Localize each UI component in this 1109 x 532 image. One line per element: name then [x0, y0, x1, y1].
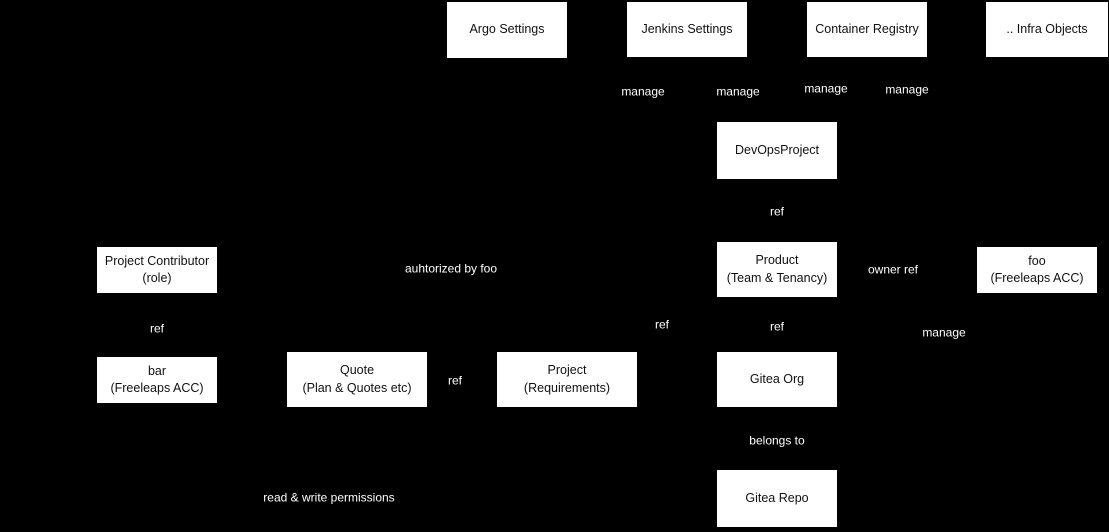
- node-infra-objects: .. Infra Objects: [986, 2, 1108, 57]
- node-gitea-org: Gitea Org: [717, 352, 837, 407]
- node-sublabel: (Freeleaps ACC): [110, 381, 204, 395]
- node-project-contributor: Project Contributor (role): [97, 247, 217, 293]
- node-label: Gitea Org: [749, 371, 805, 386]
- node-label: Argo Settings: [469, 22, 545, 37]
- edge-label-manage-registry: manage: [801, 81, 851, 97]
- edge-label-ref-product-gitea-org: ref: [766, 319, 788, 335]
- node-label: .. Infra Objects: [1006, 21, 1088, 36]
- node-product: Product (Team & Tenancy): [717, 242, 837, 297]
- node-label: Gitea Repo: [745, 490, 809, 505]
- node-jenkins-settings: Jenkins Settings: [627, 2, 747, 57]
- node-devops-project: DevOpsProject: [717, 122, 837, 179]
- node-label: bar: [147, 363, 167, 378]
- edge-label-manage-foo-gitea: manage: [919, 325, 969, 341]
- node-foo-account: foo (Freeleaps ACC): [977, 247, 1097, 293]
- node-bar-account: bar (Freeleaps ACC): [97, 357, 217, 403]
- edge-label-manage-jenkins: manage: [713, 84, 763, 100]
- edge-label-belongs-to: belongs to: [746, 433, 808, 449]
- node-label: foo: [1028, 253, 1046, 268]
- node-gitea-repo: Gitea Repo: [717, 470, 837, 527]
- node-label: DevOpsProject: [734, 142, 820, 157]
- node-label: Project Contributor: [104, 253, 210, 268]
- node-sublabel: (Plan & Quotes etc): [302, 380, 412, 395]
- node-label: Product: [755, 253, 799, 267]
- edge-label-manage-infra: manage: [882, 82, 932, 98]
- node-sublabel: (Requirements): [523, 380, 611, 395]
- edge-label-ref-contributor-bar: ref: [146, 321, 168, 337]
- node-label: Project: [547, 363, 587, 377]
- edge-label-read-write-permissions: read & write permissions: [260, 490, 398, 506]
- node-container-registry: Container Registry: [807, 2, 927, 57]
- edge-label-authorized-by-foo: auhtorized by foo: [401, 261, 501, 277]
- node-label: Quote: [339, 363, 375, 377]
- edge-label-ref-quote-project: ref: [444, 373, 466, 389]
- node-argo-settings: Argo Settings: [447, 2, 567, 58]
- node-label: Container Registry: [815, 21, 919, 36]
- node-project-requirements: Project (Requirements): [497, 352, 637, 407]
- edge-label-ref-project-product: ref: [651, 317, 673, 333]
- node-sublabel: (role): [142, 271, 172, 285]
- edge-label-ref-devops-product: ref: [766, 204, 788, 220]
- edge-label-manage-argo: manage: [618, 84, 668, 100]
- node-label: Jenkins Settings: [641, 21, 733, 36]
- node-sublabel: (Team & Tenancy): [726, 270, 828, 285]
- node-sublabel: (Freeleaps ACC): [990, 271, 1084, 285]
- edge-label-owner-ref: owner ref: [864, 262, 922, 278]
- node-quote: Quote (Plan & Quotes etc): [287, 352, 427, 407]
